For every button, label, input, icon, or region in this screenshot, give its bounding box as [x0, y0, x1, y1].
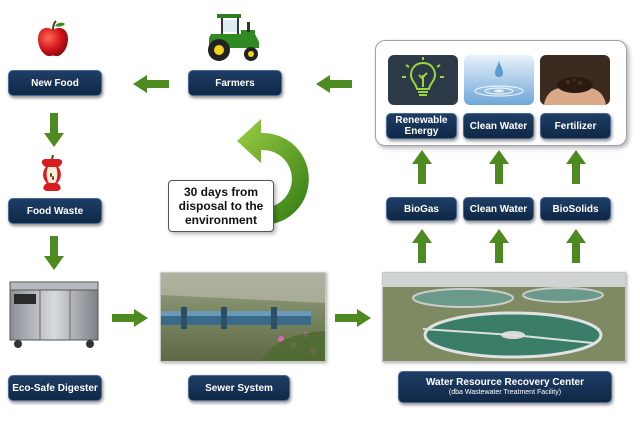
arrow-biogas-to-energy — [412, 150, 432, 184]
recycle-arrow-icon — [219, 119, 309, 225]
renewable-energy-image — [388, 55, 458, 105]
clean-water-image — [464, 55, 534, 105]
wrrc-label: Water Resource Recovery Center (dba Wast… — [398, 371, 612, 403]
farmers-label: Farmers — [188, 70, 282, 96]
biosolids-label: BioSolids — [540, 197, 611, 221]
arrow-sewer-to-wrrc — [335, 309, 371, 327]
sewer-system-photo — [160, 272, 326, 362]
biogas-label: BioGas — [386, 197, 457, 221]
clean-water-top-label: Clean Water — [463, 113, 534, 139]
arrow-foodwaste-to-digester — [44, 236, 64, 270]
sewer-system-label: Sewer System — [188, 375, 290, 401]
arrow-wrrc-to-biosolids — [566, 229, 586, 263]
lightbulb-icon — [402, 57, 444, 96]
soil-hands-icon — [544, 77, 606, 105]
apple-icon — [38, 20, 68, 57]
renewable-energy-label: Renewable Energy — [386, 113, 457, 139]
arrow-digester-to-sewer — [112, 309, 148, 327]
arrow-outputs-to-farmers — [316, 75, 352, 93]
arrow-newfood-to-foodwaste — [44, 113, 64, 147]
tractor-icon — [208, 14, 259, 61]
arrow-wrrc-to-biogas — [412, 229, 432, 263]
food-waste-label: Food Waste — [8, 198, 102, 224]
disposal-duration-callout: 30 days from disposal to the environment — [168, 180, 274, 232]
water-drop-icon — [474, 61, 524, 97]
arrow-farmers-to-newfood — [133, 75, 169, 93]
eco-safe-digester-label: Eco-Safe Digester — [8, 375, 102, 401]
apple-core-icon — [41, 155, 63, 191]
arrow-cleanwater-to-cleanwater — [489, 150, 509, 184]
wrrc-photo — [382, 272, 626, 362]
clean-water-label: Clean Water — [463, 197, 534, 221]
fertilizer-image — [540, 55, 610, 105]
eco-safe-digester-photo — [6, 278, 102, 350]
new-food-label: New Food — [8, 70, 102, 96]
arrow-biosolids-to-fertilizer — [566, 150, 586, 184]
arrow-wrrc-to-cleanwater — [489, 229, 509, 263]
wrrc-title: Water Resource Recovery Center — [425, 377, 585, 388]
fertilizer-label: Fertilizer — [540, 113, 611, 139]
wrrc-subtitle: (dba Wastewater Treatment Facility) — [448, 389, 562, 396]
